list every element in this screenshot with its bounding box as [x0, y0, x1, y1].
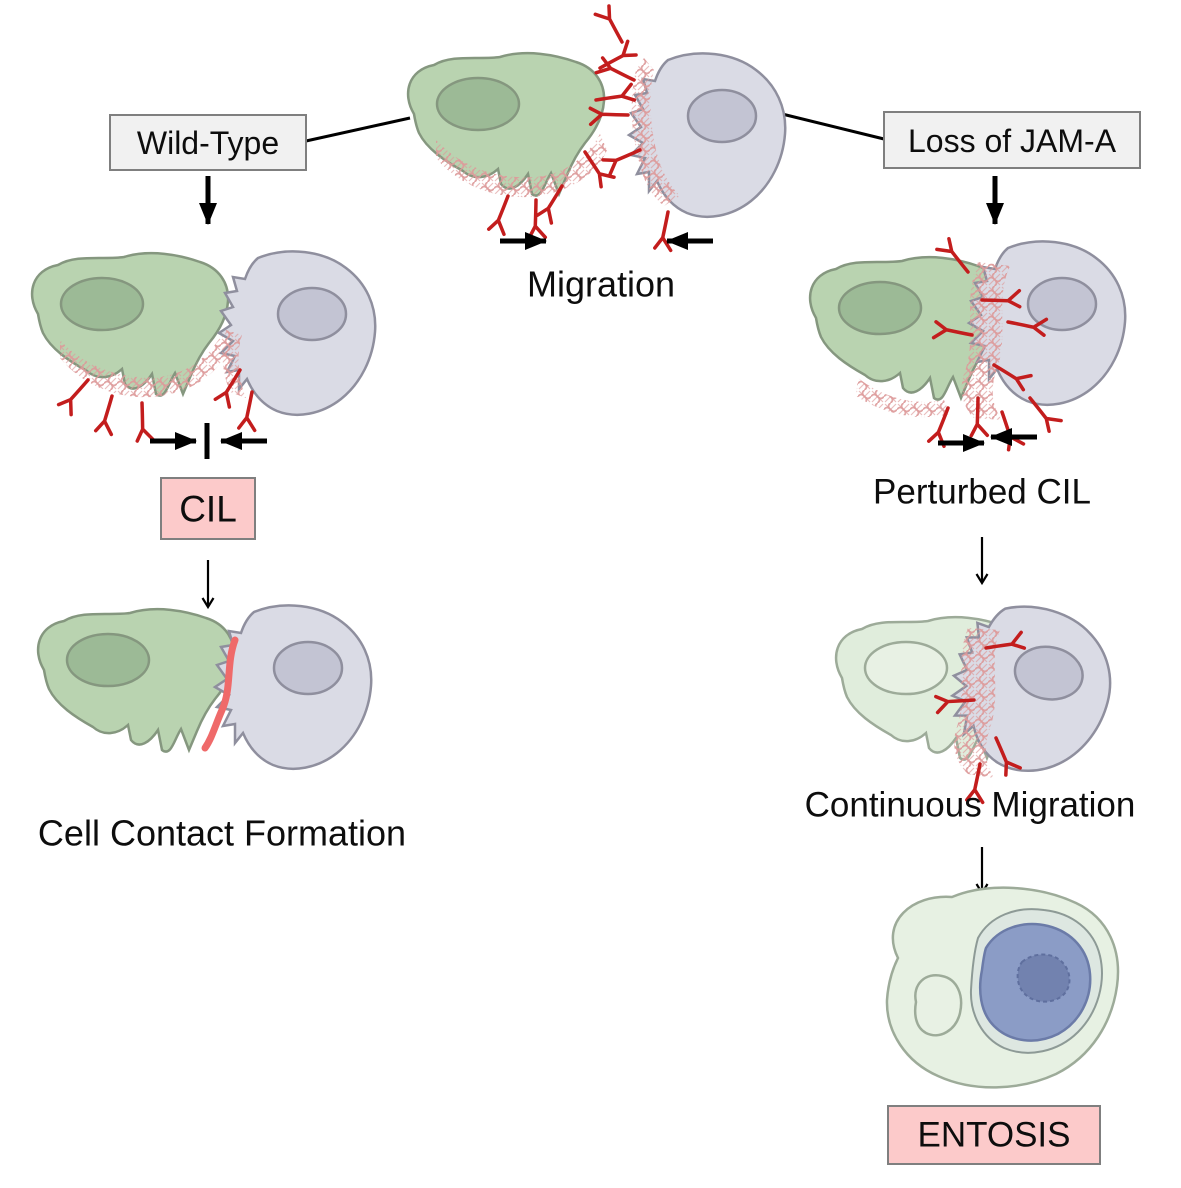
connector-line-left — [305, 116, 411, 143]
green-cell-nucleus — [837, 280, 923, 336]
gray-cell-nucleus — [1026, 276, 1098, 332]
entosis-box: ENTOSIS — [887, 1105, 1101, 1165]
green-cell-nucleus — [59, 276, 145, 332]
cil-box: CIL — [160, 477, 256, 540]
loss-of-jam-a-label: Loss of JAM-A — [908, 123, 1117, 159]
actin-mesh — [954, 628, 1000, 778]
actin-mesh — [60, 334, 228, 398]
actin-mesh — [631, 58, 680, 206]
entosis-label: ENTOSIS — [917, 1116, 1070, 1155]
gray-cell-nucleus — [686, 88, 758, 144]
scene-entosis — [885, 886, 1120, 1089]
engulfed-nucleolus — [1016, 953, 1071, 1003]
loss-of-jam-a-box: Loss of JAM-A — [883, 111, 1141, 169]
actin-filament — [593, 3, 632, 48]
actin-filament — [652, 209, 676, 253]
actin-mesh — [222, 330, 246, 398]
perturbed-cil-label: Perturbed CIL — [873, 473, 1091, 512]
scene-cell-contact — [36, 604, 373, 771]
cell-contact-formation-label: Cell Contact Formation — [38, 813, 406, 854]
actin-filament — [130, 400, 155, 444]
actin-filament — [236, 389, 260, 433]
connector-line-right — [777, 111, 885, 141]
continuous-migration-label: Continuous Migration — [805, 786, 1136, 825]
cil-box-rect — [160, 477, 256, 540]
entosis-box-rect — [887, 1105, 1101, 1165]
actin-filament — [486, 191, 516, 237]
wild-type-box: Wild-Type — [109, 114, 307, 171]
scene-wildtype-collision — [30, 250, 377, 444]
pale-green-cell-nucleus — [863, 640, 949, 696]
loss-of-jam-a-box-rect — [883, 111, 1141, 169]
host-cell-nucleus — [913, 973, 963, 1037]
wild-type-label: Wild-Type — [137, 125, 279, 161]
actin-filament — [56, 372, 95, 417]
gray-cell-nucleus — [276, 286, 348, 342]
scene-approaching-cells — [406, 3, 787, 253]
cil-label: CIL — [179, 489, 237, 530]
actin-filament — [524, 197, 548, 241]
wild-type-box-rect — [109, 114, 307, 171]
gray-cell-nucleus — [272, 640, 344, 696]
collision-arrows — [150, 423, 267, 459]
green-cell-nucleus — [65, 632, 151, 688]
cell-junction-line — [201, 636, 239, 752]
scene-perturbed-collision — [808, 236, 1127, 453]
scene-continuous-migration — [834, 594, 1124, 805]
actin-filament — [594, 55, 640, 88]
actin-filament — [93, 392, 120, 437]
green-cell-body — [36, 607, 236, 753]
green-cell-nucleus — [435, 76, 521, 132]
perturbed-arrows — [938, 428, 1037, 452]
actin-mesh — [856, 378, 950, 418]
actin-mesh — [436, 134, 607, 198]
migration-label: Migration — [527, 264, 675, 305]
